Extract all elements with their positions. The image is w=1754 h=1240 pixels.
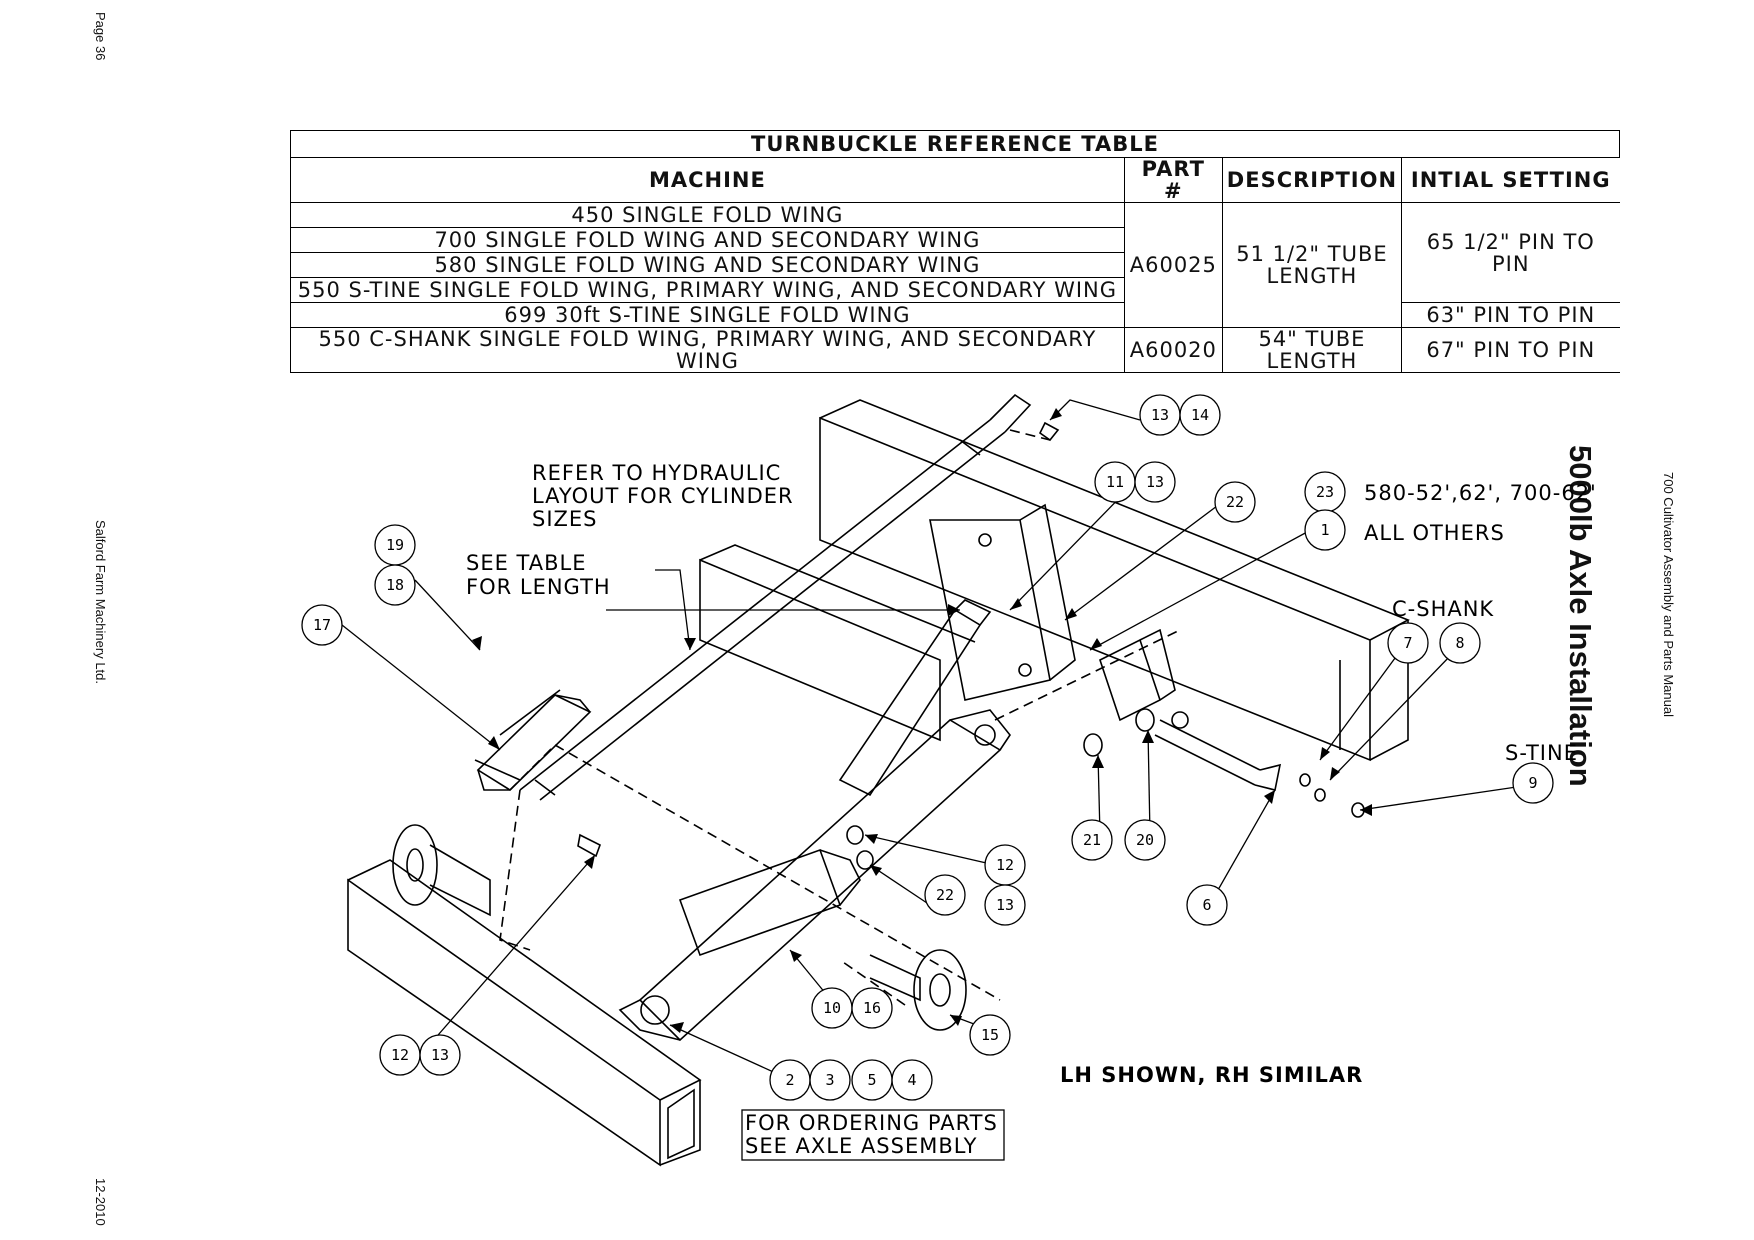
pivot-pin [1154, 711, 1282, 791]
callout-label: 11 [1106, 473, 1124, 491]
all-others-note: ALL OTHERS [1364, 521, 1505, 545]
callout-label: 12 [391, 1046, 409, 1064]
callout-label: 6 [1202, 896, 1211, 914]
leader-arrowheads [472, 408, 1372, 1033]
callout-label: 5 [867, 1071, 876, 1089]
hitch-bar [476, 694, 592, 792]
ordering-note-box [741, 1109, 1005, 1161]
see-table-line2: FOR LENGTH [466, 575, 611, 599]
axle-arm [618, 709, 1011, 1042]
ordering-note-line2: SEE AXLE ASSEMBLY [745, 1134, 978, 1158]
c-shank-label: C-SHANK [1392, 597, 1494, 621]
left-wheel-hub [392, 824, 491, 917]
turnbuckle-rod [519, 393, 1032, 801]
callout-label: 4 [907, 1071, 916, 1089]
hydraulic-note-line1: REFER TO HYDRAULIC [532, 461, 781, 485]
callout-label: 21 [1083, 831, 1101, 849]
callout-label: 18 [386, 576, 404, 594]
callout-label: 20 [1136, 831, 1154, 849]
callout-label: 22 [936, 886, 954, 904]
leader-lines [341, 399, 1531, 1076]
callout-label: 22 [1226, 493, 1244, 511]
lower-frame-tube [347, 859, 702, 1167]
lh-shown-note: LH SHOWN, RH SIMILAR [1060, 1063, 1363, 1087]
callout-label: 13 [996, 896, 1014, 914]
col-description: DESCRIPTION [1221, 156, 1403, 204]
callout-label: 19 [386, 536, 404, 554]
lower-arm [678, 848, 861, 957]
table-row: 580 SINGLE FOLD WING AND SECONDARY WING [290, 252, 1125, 279]
callout-label: 12 [996, 856, 1014, 874]
turnbuckle-table: TURNBUCKLE REFERENCE TABLE MACHINE PART … [290, 130, 1620, 374]
setting-cell: 65 1/2" PIN TO PIN [1401, 202, 1620, 304]
bushings [846, 708, 1365, 870]
callout-label: 10 [823, 999, 841, 1017]
table-row: 550 C-SHANK SINGLE FOLD WING, PRIMARY WI… [290, 327, 1125, 374]
callout-label: 1 [1320, 521, 1329, 539]
table-title: TURNBUCKLE REFERENCE TABLE [290, 130, 1620, 158]
callout-bubbles: 13 14 11 13 22 23 1 19 18 17 7 8 9 21 20… [301, 394, 1554, 1101]
callout-label: 7 [1403, 634, 1412, 652]
part-cell: A60020 [1123, 327, 1223, 374]
assembly-centerlines [499, 429, 1181, 1006]
callout-label: 8 [1455, 634, 1464, 652]
description-cell: 54" TUBE LENGTH [1221, 327, 1403, 374]
callout-label: 9 [1528, 774, 1537, 792]
callout-label: 17 [313, 616, 331, 634]
col-setting: INTIAL SETTING [1401, 156, 1620, 204]
callout-label: 2 [785, 1071, 794, 1089]
hydraulic-note-line2: LAYOUT FOR CYLINDER [532, 484, 794, 508]
callout-label: 14 [1191, 406, 1209, 424]
size-note: 580-52',62', 700-62' [1364, 481, 1597, 505]
callout-label: 16 [863, 999, 881, 1017]
callout-label: 3 [825, 1071, 834, 1089]
col-machine: MACHINE [290, 156, 1125, 204]
right-wheel-hub [869, 949, 967, 1031]
table-row: 699 30ft S-TINE SINGLE FOLD WING [290, 302, 1125, 329]
description-cell: 51 1/2" TUBE LENGTH [1221, 202, 1403, 329]
upper-frame-tube [819, 399, 1410, 762]
s-tine-label: S-TINE [1505, 741, 1578, 765]
callout-label: 13 [1151, 406, 1169, 424]
ordering-note-line1: FOR ORDERING PARTS [745, 1111, 998, 1135]
shank-bracket [1099, 628, 1176, 722]
callout-label: 13 [1146, 473, 1164, 491]
callout-label: 15 [981, 1026, 999, 1044]
hydraulic-cylinder [838, 599, 992, 797]
callout-label: 13 [431, 1046, 449, 1064]
table-row: 700 SINGLE FOLD WING AND SECONDARY WING [290, 227, 1125, 254]
hydraulic-note-line3: SIZES [532, 507, 598, 531]
callout-label: 23 [1316, 483, 1334, 501]
see-table-line1: SEE TABLE [466, 551, 586, 575]
setting-cell: 67" PIN TO PIN [1401, 327, 1620, 374]
mounting-bracket [929, 503, 1076, 701]
